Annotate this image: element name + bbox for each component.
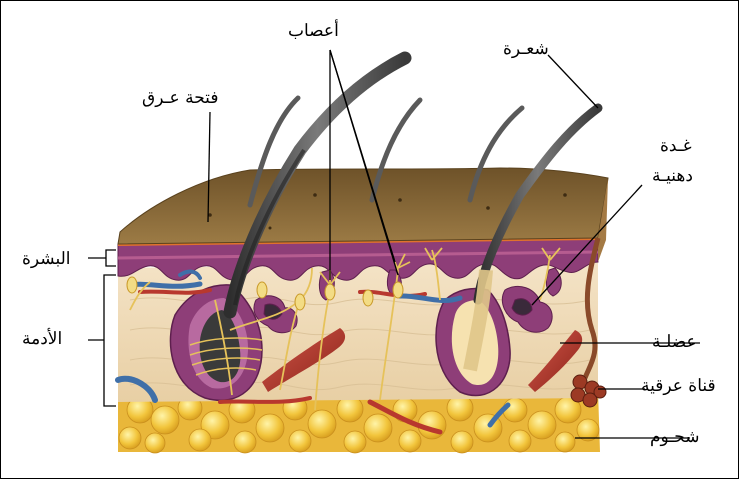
- epidermis-bracket: [88, 250, 116, 266]
- label-dermis: الأدمة: [22, 330, 62, 349]
- label-nerves: أعصاب: [288, 22, 339, 41]
- label-sebaceous-gland-line1: غـدة: [660, 137, 692, 156]
- label-hair: شعـرة: [503, 40, 549, 59]
- label-sweat-duct: قناة عرقية: [641, 377, 716, 396]
- label-muscle: عضلـة: [652, 333, 697, 352]
- label-epidermis: البشرة: [22, 250, 71, 269]
- pointer-hair: [548, 55, 598, 108]
- dermis-bracket: [88, 275, 116, 406]
- label-sweat-pore: فتحة عـرق: [142, 89, 218, 108]
- label-sebaceous-gland-line2: دهنيـة: [652, 167, 693, 186]
- label-fat: شحـوم: [650, 428, 700, 447]
